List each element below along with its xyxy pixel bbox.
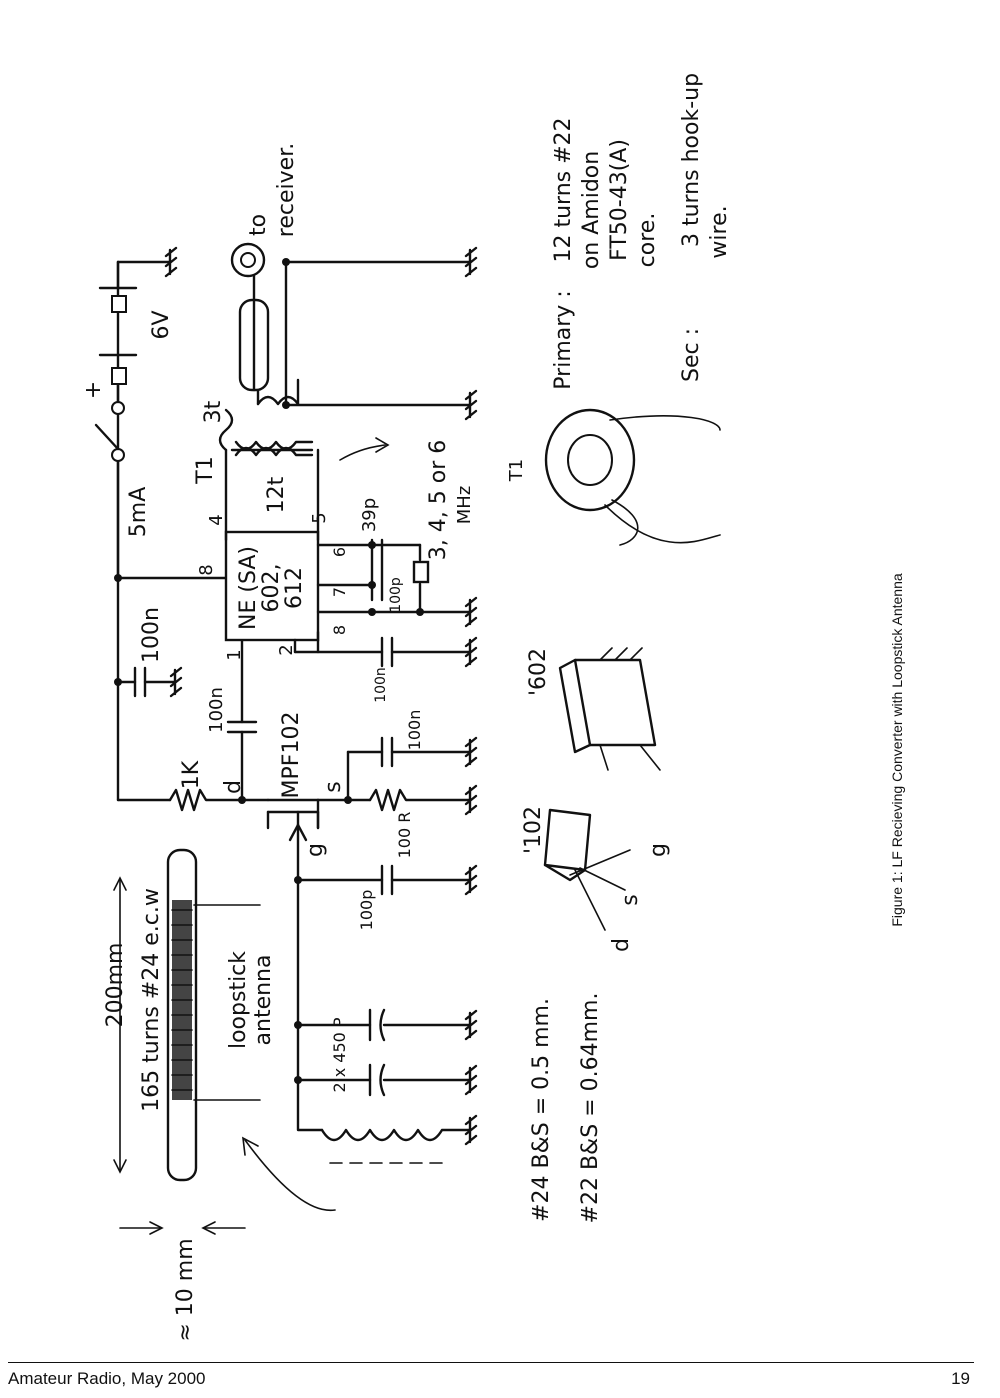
cap-100p-gate-label: 100p: [357, 890, 376, 931]
to-label: to: [246, 214, 271, 236]
ic-label-line3: 612: [282, 567, 307, 609]
resistor-1k-label: 1K: [179, 760, 204, 789]
pin-3-label: 8: [330, 625, 349, 635]
transformer-t1: [218, 378, 390, 542]
mixer-ic: [224, 530, 472, 668]
antenna-label: antenna: [251, 955, 276, 1046]
pin-5-label: 5: [309, 512, 330, 523]
jfet-symbol: [240, 798, 320, 830]
loopstick-label: loopstick: [226, 951, 251, 1049]
receiver-label: receiver.: [274, 143, 299, 237]
jfet-pin-s: s: [618, 894, 643, 905]
secondary-turns-label: 3t: [201, 400, 226, 423]
pin-6-label: 6: [330, 547, 349, 557]
jfet-pin-g: g: [646, 843, 671, 857]
cap-100n-coupling-label: 100n: [206, 687, 227, 733]
ic-part-label: '602: [526, 648, 551, 696]
figure-caption-text: Figure 1: LF Recieving Converter with Lo…: [889, 573, 905, 927]
wire-22-note: #22 B&S = 0.64mm.: [578, 993, 603, 1224]
cap-2x450-label: 2 x 450 P: [330, 1017, 349, 1092]
antenna-pointer-arrow: [244, 1139, 336, 1212]
primary-line-4: core.: [635, 213, 660, 268]
battery-label: 6V: [149, 310, 174, 339]
source-network: [316, 736, 472, 830]
source-label: s: [321, 781, 346, 792]
ic-label-line1: NE (SA): [236, 546, 261, 630]
current-label: 5mA: [126, 487, 151, 537]
primary-turns-label: 12t: [264, 476, 289, 513]
sec-line-1: 3 turns hook-up: [679, 73, 704, 247]
oscillator-network: [316, 538, 472, 616]
variable-capacitor-pair: [294, 1008, 472, 1097]
jfet-part-label: '102: [521, 806, 546, 854]
gate-label: g: [303, 843, 328, 857]
ic-package-picture: [558, 647, 661, 771]
coax-output: [230, 242, 472, 409]
diameter-label: ≈ 10 mm: [173, 1238, 198, 1341]
cap-100p-osc-label: 100p: [388, 577, 404, 613]
crystal-unit-label: MHz: [454, 486, 475, 525]
primary-heading: Primary :: [551, 290, 576, 389]
toroid-picture: [544, 408, 721, 546]
drain-label: d: [221, 780, 246, 794]
cap-39p-label: 39p: [359, 498, 380, 532]
primary-line-2: on Amidon: [579, 151, 604, 269]
ic-label-line2: 602,: [259, 564, 284, 613]
diameter-dimension: [119, 1221, 246, 1235]
antenna-coil: [296, 1078, 472, 1164]
footer-page-number: 19: [951, 1369, 970, 1388]
pin-7-label: 7: [330, 587, 349, 597]
wire-24-note: #24 B&S = 0.5 mm.: [529, 998, 554, 1222]
sec-line-2: wire.: [707, 205, 732, 258]
jfet-package-picture: [543, 808, 631, 931]
t1-label: T1: [193, 456, 218, 484]
jfet-label: MPF102: [279, 712, 304, 799]
primary-line-1: 12 turns #22: [551, 117, 576, 262]
loopstick-rod: [166, 848, 261, 1182]
footer-publication: Amateur Radio, May 2000: [8, 1369, 206, 1388]
jfet-pin-d: d: [609, 938, 634, 952]
pin-4-label: 4: [206, 514, 227, 525]
turns-label: 165 turns #24 e.c.w: [139, 888, 164, 1112]
pin-8-label: 8: [196, 564, 217, 575]
resistor-100r-label: 100 R: [395, 812, 414, 859]
pin-1-label: 1: [224, 649, 245, 660]
primary-line-3: FT50-43(A): [607, 139, 632, 261]
length-dimension: [113, 876, 127, 1174]
plus-label: +: [81, 381, 106, 399]
crystal-label: 3, 4, 5 or 6: [426, 440, 451, 560]
coupling-capacitor: [226, 638, 258, 802]
figure-caption: Figure 1: LF Recieving Converter with Lo…: [889, 520, 905, 980]
pin-2-label: 2: [276, 644, 297, 655]
power-switch-battery: [94, 260, 172, 580]
length-label: 200mm: [103, 943, 128, 1028]
cap-100n-source-label: 100n: [405, 710, 424, 751]
sec-heading: Sec :: [679, 328, 704, 382]
t1-picture-label: T1: [506, 459, 527, 482]
cap-100n-supply-label: 100n: [139, 607, 164, 663]
cap-100n-pin2-label: 100n: [373, 667, 389, 703]
footer-rule: [8, 1362, 974, 1363]
ground-symbols: [164, 246, 478, 1146]
